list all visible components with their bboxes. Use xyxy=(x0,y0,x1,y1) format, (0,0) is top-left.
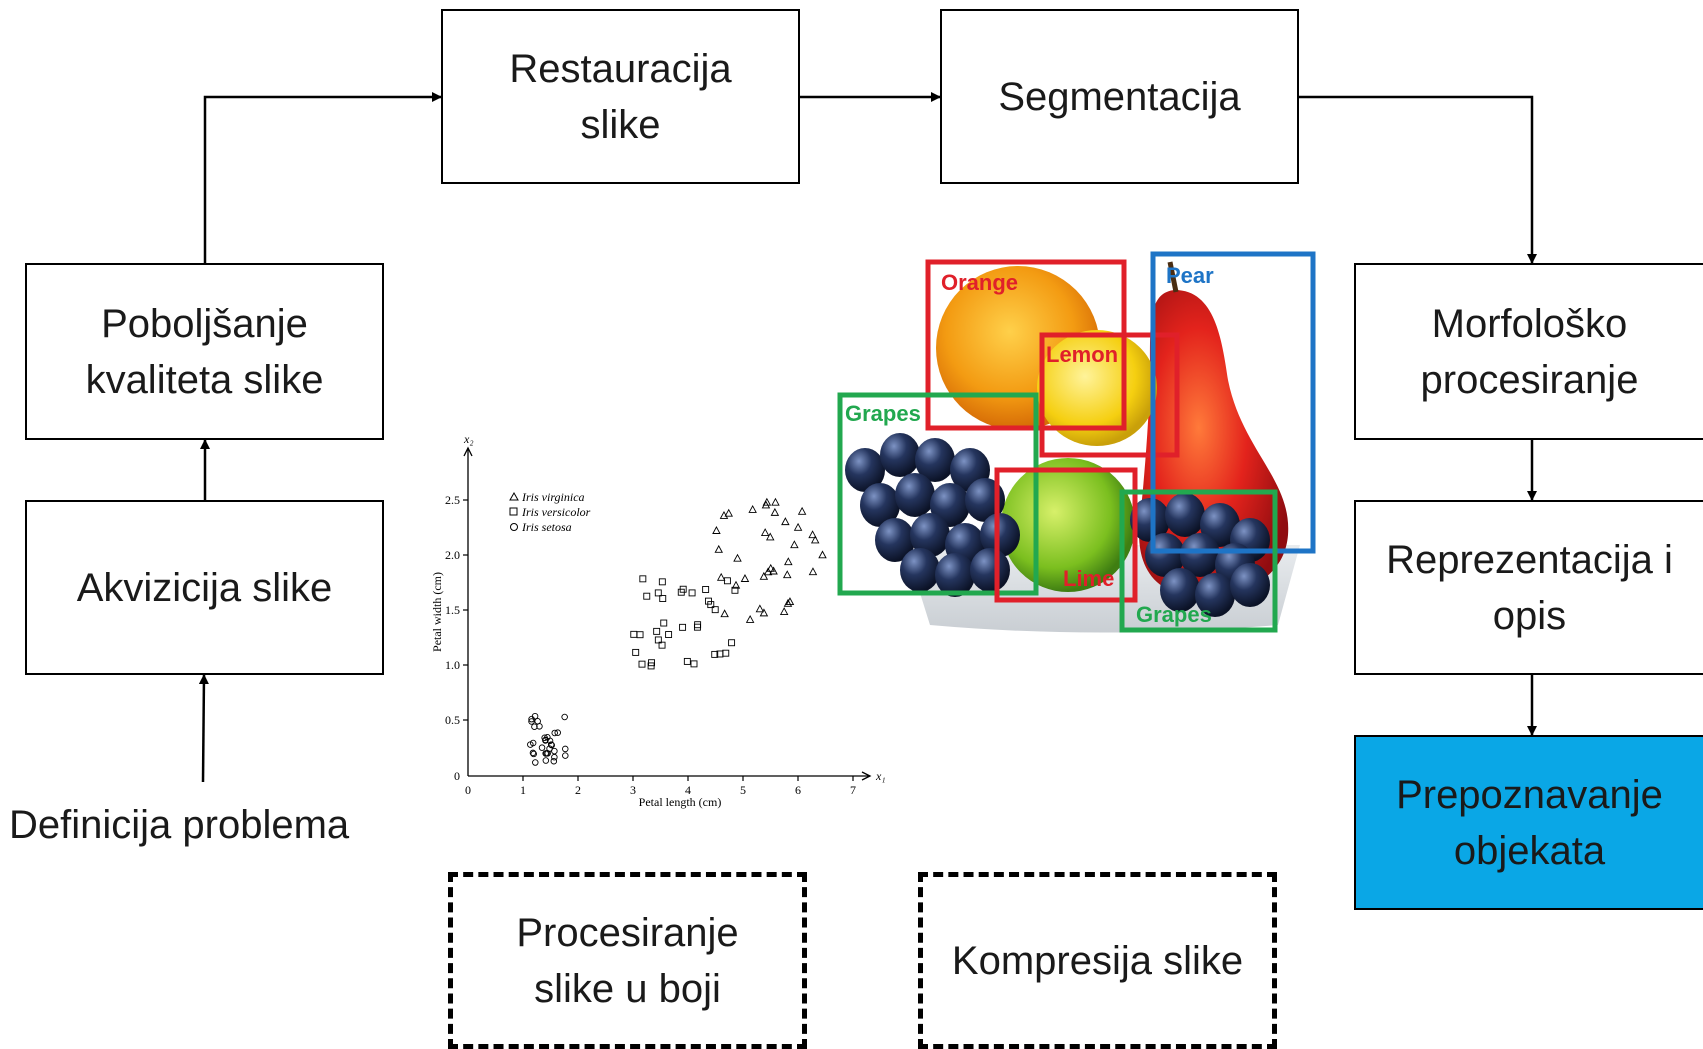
node-label: Segmentacija xyxy=(998,74,1241,119)
node-label: Prepoznavanje objekata xyxy=(1396,772,1663,873)
node-prepoznavanje-objekata: Prepoznavanje objekata xyxy=(1354,735,1703,910)
node-reprezentacija-opis: Reprezentacija i opis xyxy=(1354,500,1703,675)
node-definicija-problema: Definicija problema xyxy=(9,803,350,847)
node-akvizicija-slike: Akvizicija slike xyxy=(25,500,384,675)
node-label: Procesiranje slike u boji xyxy=(516,910,739,1011)
arrow-definicija-to-akvizicija xyxy=(198,674,209,783)
node-label: Kompresija slike xyxy=(951,938,1244,983)
node-label: Restauracija slike xyxy=(509,46,732,147)
node-morfolosko-procesiranje: Morfološko procesiranje xyxy=(1354,263,1703,440)
node-segmentacija: Segmentacija xyxy=(940,9,1299,184)
node-label: Poboljšanje kvaliteta slike xyxy=(85,301,324,402)
node-procesiranje-boja: Procesiranje slike u boji xyxy=(448,872,807,1049)
node-label: Reprezentacija i opis xyxy=(1386,537,1673,638)
arrow-segmentacija-to-morfolosko xyxy=(1298,95,1537,264)
node-poboljsanje-kvaliteta: Poboljšanje kvaliteta slike xyxy=(25,263,384,440)
node-restauracija-slike: Restauracija slike xyxy=(441,9,800,184)
node-kompresija-slike: Kompresija slike xyxy=(918,872,1277,1049)
arrow-poboljsanje-to-restauracija xyxy=(203,92,442,263)
node-label: Akvizicija slike xyxy=(76,565,333,610)
node-label: Morfološko procesiranje xyxy=(1420,301,1639,402)
